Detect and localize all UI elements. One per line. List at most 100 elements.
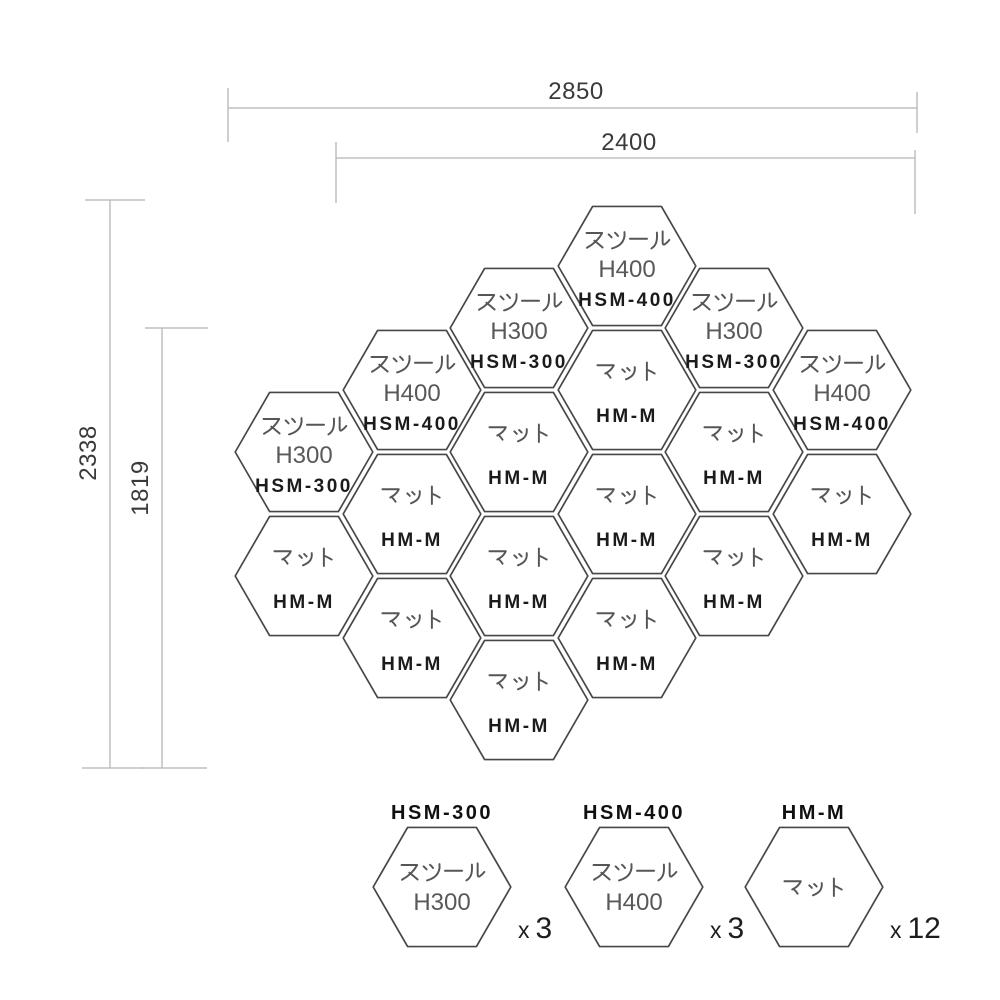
tile-code-label: HSM-400 — [793, 414, 891, 435]
kana-glyph — [592, 864, 611, 881]
kana-glyph — [596, 612, 615, 627]
tile-code-label: HM-M — [381, 654, 443, 675]
tile-name-kana — [585, 230, 671, 250]
hex-tile-mat-HM-M: HM-M — [342, 577, 482, 699]
dimension-value: 2400 — [601, 129, 656, 156]
dimension-height-inner: 1819 — [127, 327, 208, 769]
kana-glyph — [430, 609, 441, 629]
tile-size-label: H300 — [705, 318, 762, 345]
kana-glyph — [621, 614, 636, 629]
dimension-height-total: 2338 — [75, 199, 146, 769]
hexagon-outline — [772, 329, 912, 451]
tile-name-kana — [488, 547, 548, 567]
kana-glyph — [465, 862, 486, 882]
tile-code-label: HM-M — [811, 530, 873, 551]
tile-name-kana — [488, 671, 548, 691]
kana-glyph — [513, 428, 528, 443]
legend-name-kana — [400, 862, 486, 882]
hexagon-outline — [564, 826, 704, 948]
kana-glyph — [645, 485, 656, 505]
hex-tile-mat-HM-M: HM-M — [664, 391, 804, 513]
kana-glyph — [488, 426, 507, 441]
hexagon-outline — [449, 267, 589, 389]
tile-name-kana — [596, 609, 656, 629]
tile-code-label: HM-M — [273, 592, 335, 613]
hexagon-outline — [557, 577, 697, 699]
tile-code-label: HSM-300 — [685, 352, 783, 373]
tile-name-kana — [262, 416, 348, 436]
kana-glyph — [596, 488, 615, 503]
kana-glyph — [298, 552, 313, 567]
tile-code-label: HM-M — [488, 592, 550, 613]
hexagon-outline — [234, 391, 374, 513]
kana-glyph — [513, 552, 528, 567]
hex-tile-mat-HM-M: HM-M — [664, 515, 804, 637]
tile-code-label: HM-M — [703, 592, 765, 613]
kana-glyph — [645, 609, 656, 629]
kana-glyph — [262, 418, 281, 435]
kana-glyph — [430, 485, 441, 505]
kana-glyph — [392, 355, 411, 374]
kana-glyph — [714, 293, 733, 312]
kana-glyph — [499, 293, 518, 312]
hexagon-outline — [557, 453, 697, 575]
kana-glyph — [860, 485, 871, 505]
kana-glyph — [800, 356, 819, 373]
hexagon-outline — [664, 515, 804, 637]
tile-name-kana — [596, 361, 656, 381]
kana-glyph — [488, 674, 507, 689]
legend-name-kana — [783, 877, 843, 897]
kana-glyph — [865, 354, 886, 374]
hex-tile-mat-HM-M: HM-M — [342, 453, 482, 575]
tile-code-label: HSM-400 — [363, 414, 461, 435]
legend-size-label: H400 — [605, 889, 662, 916]
kana-glyph — [284, 417, 303, 436]
tile-name-kana — [381, 609, 441, 629]
hex-tile-mat-HM-M: HM-M — [772, 453, 912, 575]
kana-glyph — [488, 550, 507, 565]
kana-glyph — [621, 490, 636, 505]
kana-glyph — [596, 364, 615, 379]
tile-code-label: HM-M — [488, 468, 550, 489]
dimension-width-total: 2850 — [227, 78, 918, 142]
tile-code-label: HSM-400 — [578, 290, 676, 311]
kana-glyph — [836, 490, 851, 505]
legend-code-label: HSM-400 — [583, 802, 685, 824]
hexagon-outline — [664, 267, 804, 389]
kana-glyph — [614, 863, 633, 882]
tile-name-kana — [703, 547, 763, 567]
hexagon-outline — [557, 205, 697, 327]
tile-size-label: H300 — [275, 442, 332, 469]
legend-code-label: HSM-300 — [391, 802, 493, 824]
tile-name-kana — [370, 354, 456, 374]
kana-glyph — [537, 547, 548, 567]
kana-glyph — [381, 488, 400, 503]
kana-glyph — [650, 230, 671, 250]
hex-tile-mat-HM-M: HM-M — [557, 577, 697, 699]
hex-tile-mat-HM-M: HM-M — [449, 515, 589, 637]
kana-glyph — [435, 354, 456, 374]
tile-code-label: HM-M — [381, 530, 443, 551]
hex-grid-layer: H400HSM-400H300HSM-300H300HSM-300H400HSM… — [234, 205, 912, 761]
kana-glyph — [822, 355, 841, 374]
tile-name-kana — [477, 292, 563, 312]
kana-glyph — [273, 550, 292, 565]
hexagon-outline — [342, 453, 482, 575]
hexagon-outline — [772, 453, 912, 575]
kana-glyph — [400, 864, 419, 881]
tile-code-label: HSM-300 — [470, 352, 568, 373]
kana-glyph — [692, 294, 711, 311]
tile-size-label: H400 — [813, 380, 870, 407]
kana-glyph — [752, 423, 763, 443]
dimension-width-inner: 2400 — [335, 129, 916, 214]
